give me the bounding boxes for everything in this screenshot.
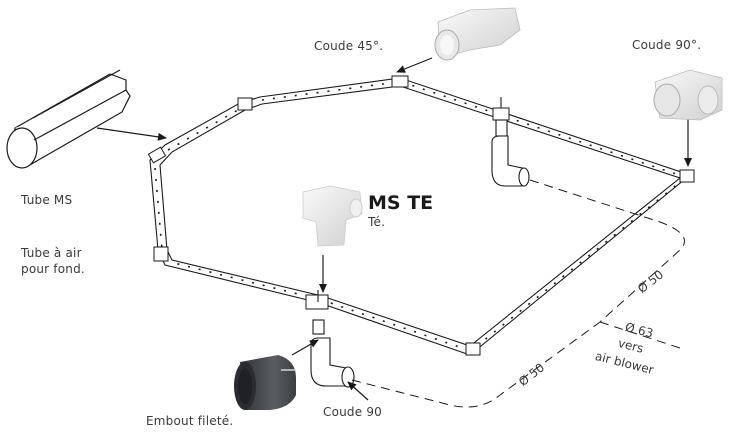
label-coude-45: Coude 45°. xyxy=(314,39,384,53)
coude-90-fitting xyxy=(653,69,723,121)
label-tube-ms: Tube MS xyxy=(21,193,73,207)
tube-ms-illustration xyxy=(6,69,131,169)
riser-bottom xyxy=(310,290,355,388)
dashed-supply-lines xyxy=(351,179,685,408)
air-holes xyxy=(154,81,686,351)
label-tube-air-line1: Tube à air xyxy=(21,246,82,260)
label-coude-90-bottom: Coude 90 xyxy=(323,405,383,419)
pipe-joints xyxy=(147,75,695,356)
riser-right xyxy=(491,97,530,187)
label-ms-te-sub: Té. xyxy=(368,215,386,229)
label-coude-90-top: Coude 90°. xyxy=(632,38,702,52)
label-ms-te-title: MS TE xyxy=(368,192,434,214)
callout-arrows xyxy=(96,57,692,401)
label-tube-air-line2: pour fond. xyxy=(21,262,85,276)
embout-filete-fitting xyxy=(234,355,296,410)
ms-te-fitting xyxy=(302,185,363,247)
label-embout-filete: Embout fileté. xyxy=(146,414,234,428)
coude-45-fitting xyxy=(434,7,521,61)
